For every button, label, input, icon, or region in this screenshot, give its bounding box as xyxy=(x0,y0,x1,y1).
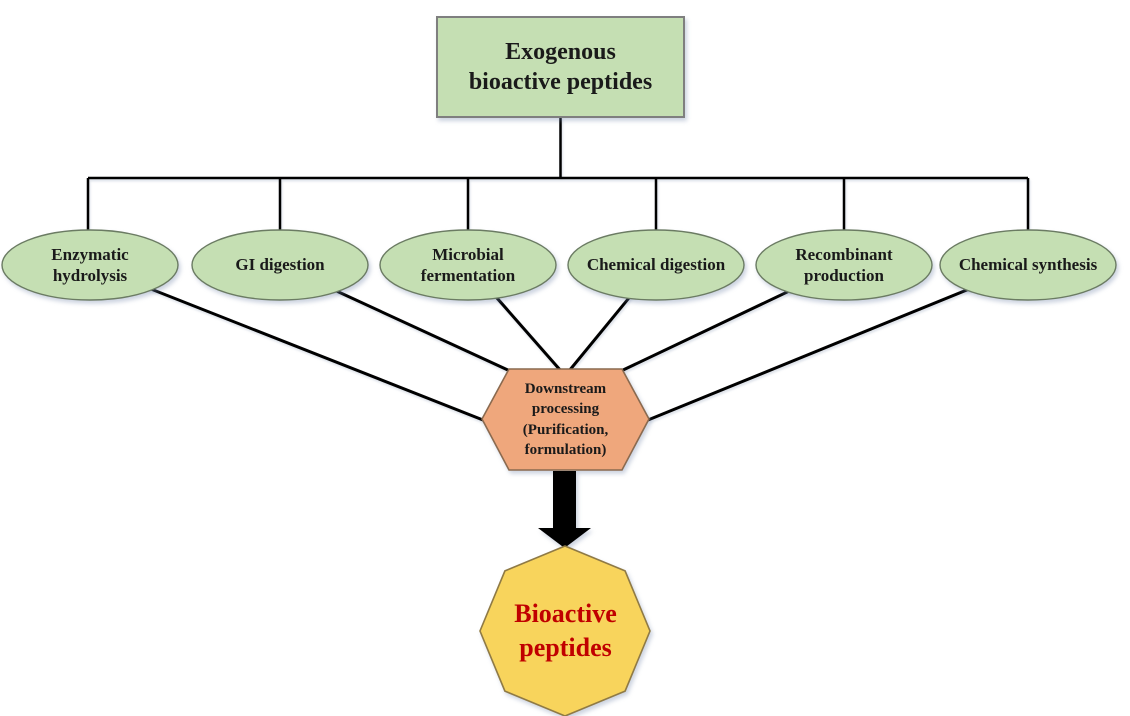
ellipse-enzymatic-hydrolysis xyxy=(1,229,179,301)
node-shapes xyxy=(1,16,1117,716)
down-arrow xyxy=(538,471,591,548)
converge-line-chemical-synthesis xyxy=(647,263,1029,422)
ellipse-gi-digestion xyxy=(191,229,369,301)
octagon-bioactive-peptides xyxy=(479,545,651,716)
root-box-shape xyxy=(436,16,685,118)
tree-connector-lines xyxy=(86,117,1030,233)
ellipse-microbial-fermentation xyxy=(379,229,557,301)
ellipse-recombinant-production xyxy=(755,229,933,301)
converge-line-enzymatic xyxy=(89,263,484,422)
ellipse-chemical-synthesis xyxy=(939,229,1117,301)
ellipse-chemical-digestion xyxy=(567,229,745,301)
hexagon-downstream-processing xyxy=(481,368,650,471)
